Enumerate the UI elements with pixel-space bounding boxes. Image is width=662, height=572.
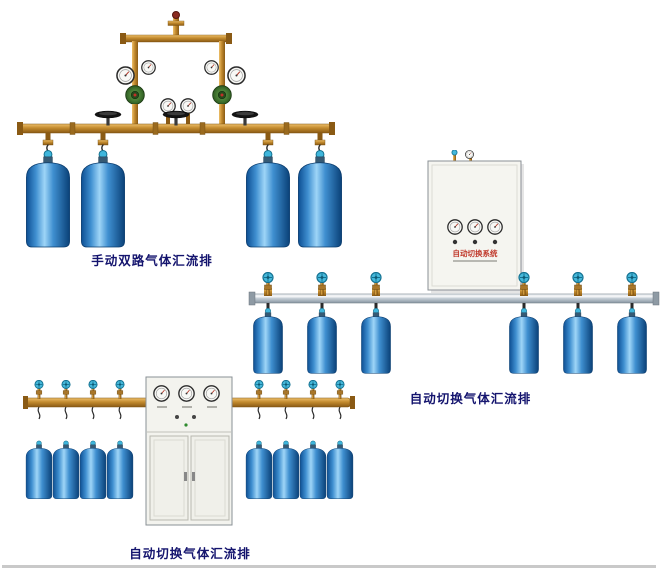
cabinet-knob xyxy=(492,239,498,245)
gas-cylinder xyxy=(326,440,354,500)
cylinder-hoses xyxy=(37,406,342,420)
cabinet-gauge-icon xyxy=(178,385,195,402)
gas-cylinder xyxy=(299,440,327,500)
cabinet-knob xyxy=(472,239,478,245)
cabinet-top-gauge-icon xyxy=(465,150,474,159)
door-handle xyxy=(184,472,187,481)
bottom-divider xyxy=(2,565,656,568)
cabinet-gauge-icon xyxy=(203,385,220,402)
cylinder-drop-connectors xyxy=(42,133,326,158)
blue-valve-icon xyxy=(335,380,345,400)
blue-valve-icon xyxy=(281,380,291,400)
handwheel-valve-icon xyxy=(231,110,259,126)
cabinet-door-right xyxy=(190,435,230,521)
gas-cylinder xyxy=(307,308,337,374)
shutoff-handwheels xyxy=(94,110,259,126)
overhead-header-pipe xyxy=(120,11,232,87)
cabinet-gauge-icon xyxy=(447,219,463,235)
door-handle xyxy=(192,472,195,481)
control-cabinet-floor xyxy=(145,376,233,526)
pressure-regulators xyxy=(116,60,246,126)
manifold-pipe-silver xyxy=(248,291,660,306)
pressure-gauge-icon xyxy=(227,66,246,85)
gas-cylinder xyxy=(253,308,283,374)
pressure-gauge-icon xyxy=(116,66,135,85)
caption-manual-dual: 手动双路气体汇流排 xyxy=(91,254,213,268)
gas-cylinder-bank xyxy=(253,303,647,374)
control-cabinet-wall: 自动切换系统 xyxy=(427,150,524,293)
gas-cylinder xyxy=(509,308,539,374)
cabinet-gauge-icon xyxy=(153,385,170,402)
blue-valve-icon xyxy=(61,380,71,400)
cabinet-door-left xyxy=(149,435,189,521)
cabinet-indicator-light xyxy=(184,423,188,427)
wall-cabinet-title: 自动切换系统 xyxy=(453,248,498,258)
main-manifold-pipe xyxy=(17,122,335,135)
cabinet-top-valve-icon xyxy=(451,150,458,156)
gas-cylinder xyxy=(80,150,126,248)
cabinet-fine-print xyxy=(453,260,497,262)
handwheel-valve-icon xyxy=(94,110,122,126)
pressure-gauge-icon xyxy=(180,98,196,114)
cabinet-knob xyxy=(192,415,196,419)
regulator-left xyxy=(125,85,145,105)
gas-cylinder xyxy=(617,308,647,374)
caption-auto-switch-floor: 自动切换气体汇流排 xyxy=(129,547,251,561)
auto-switch-wall-illustration: 自动切换系统 xyxy=(248,150,660,374)
gas-cylinder xyxy=(245,440,273,500)
gas-cylinder xyxy=(25,440,53,500)
gas-cylinder xyxy=(25,150,71,248)
gas-cylinder xyxy=(563,308,593,374)
blue-valve-icon xyxy=(254,380,264,400)
blue-valve-icon xyxy=(115,380,125,400)
blue-valve-icon xyxy=(308,380,318,400)
manual-dual-manifold-illustration xyxy=(17,11,343,248)
caption-auto-switch-wall: 自动切换气体汇流排 xyxy=(409,392,532,406)
cylinder-valves xyxy=(262,272,638,296)
gas-cylinder xyxy=(52,440,80,500)
pressure-gauge-icon xyxy=(204,60,219,75)
gas-cylinder xyxy=(272,440,300,500)
blue-valve-icon xyxy=(34,380,44,400)
blue-valve-icon xyxy=(88,380,98,400)
cabinet-gauge-icon xyxy=(467,219,483,235)
regulator-right xyxy=(212,85,232,105)
gas-cylinder xyxy=(79,440,107,500)
cabinet-knob xyxy=(175,415,179,419)
top-valve-knob xyxy=(172,11,180,19)
auto-switch-floor-illustration xyxy=(23,376,355,526)
gas-cylinder xyxy=(361,308,391,374)
cabinet-knob xyxy=(452,239,458,245)
cabinet-gauge-icon xyxy=(487,219,503,235)
pressure-gauge-icon xyxy=(141,60,156,75)
gas-cylinder xyxy=(106,440,134,500)
